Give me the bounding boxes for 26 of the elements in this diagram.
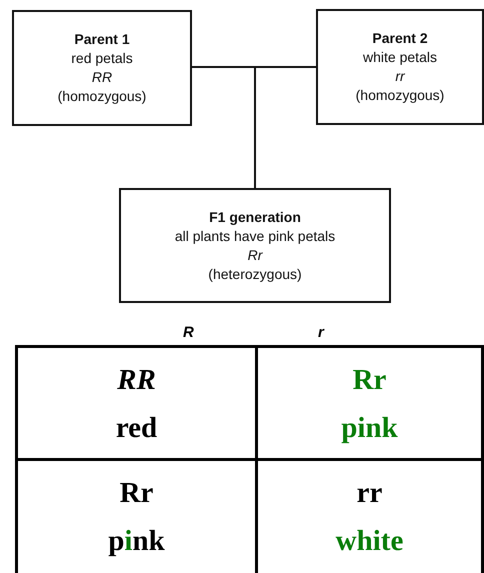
box-text: (homozygous) [58,87,146,106]
box-text: RR [92,68,112,87]
box-text: red petals [71,49,133,68]
genotype-text: Rr [352,363,386,398]
phenotype-text: red [116,411,158,446]
allele-label: R [183,324,194,341]
box-text: Rr [248,246,262,264]
generation-box [316,9,484,125]
genotype-text: rr [356,476,382,511]
box-heading: Parent 1 [74,30,130,49]
box-heading: F1 generation [209,208,301,226]
genotype-text: Rr [120,476,154,511]
box-text: rr [395,67,405,86]
connector-line [254,66,316,188]
allele-label: r [318,324,324,341]
box-text: (heterozygous) [208,264,302,284]
box-text: (homozygous) [356,86,444,105]
generation-box [119,188,391,303]
box-heading: Parent 2 [372,29,428,48]
phenotype-text: white [336,524,404,559]
box-text: white petals [363,48,437,67]
box-text: all plants have pink petals [174,226,336,246]
generation-box [12,10,192,126]
genotype-text: RR [117,363,156,398]
phenotype-text: pink [108,524,165,559]
phenotype-text: pink [341,411,398,446]
